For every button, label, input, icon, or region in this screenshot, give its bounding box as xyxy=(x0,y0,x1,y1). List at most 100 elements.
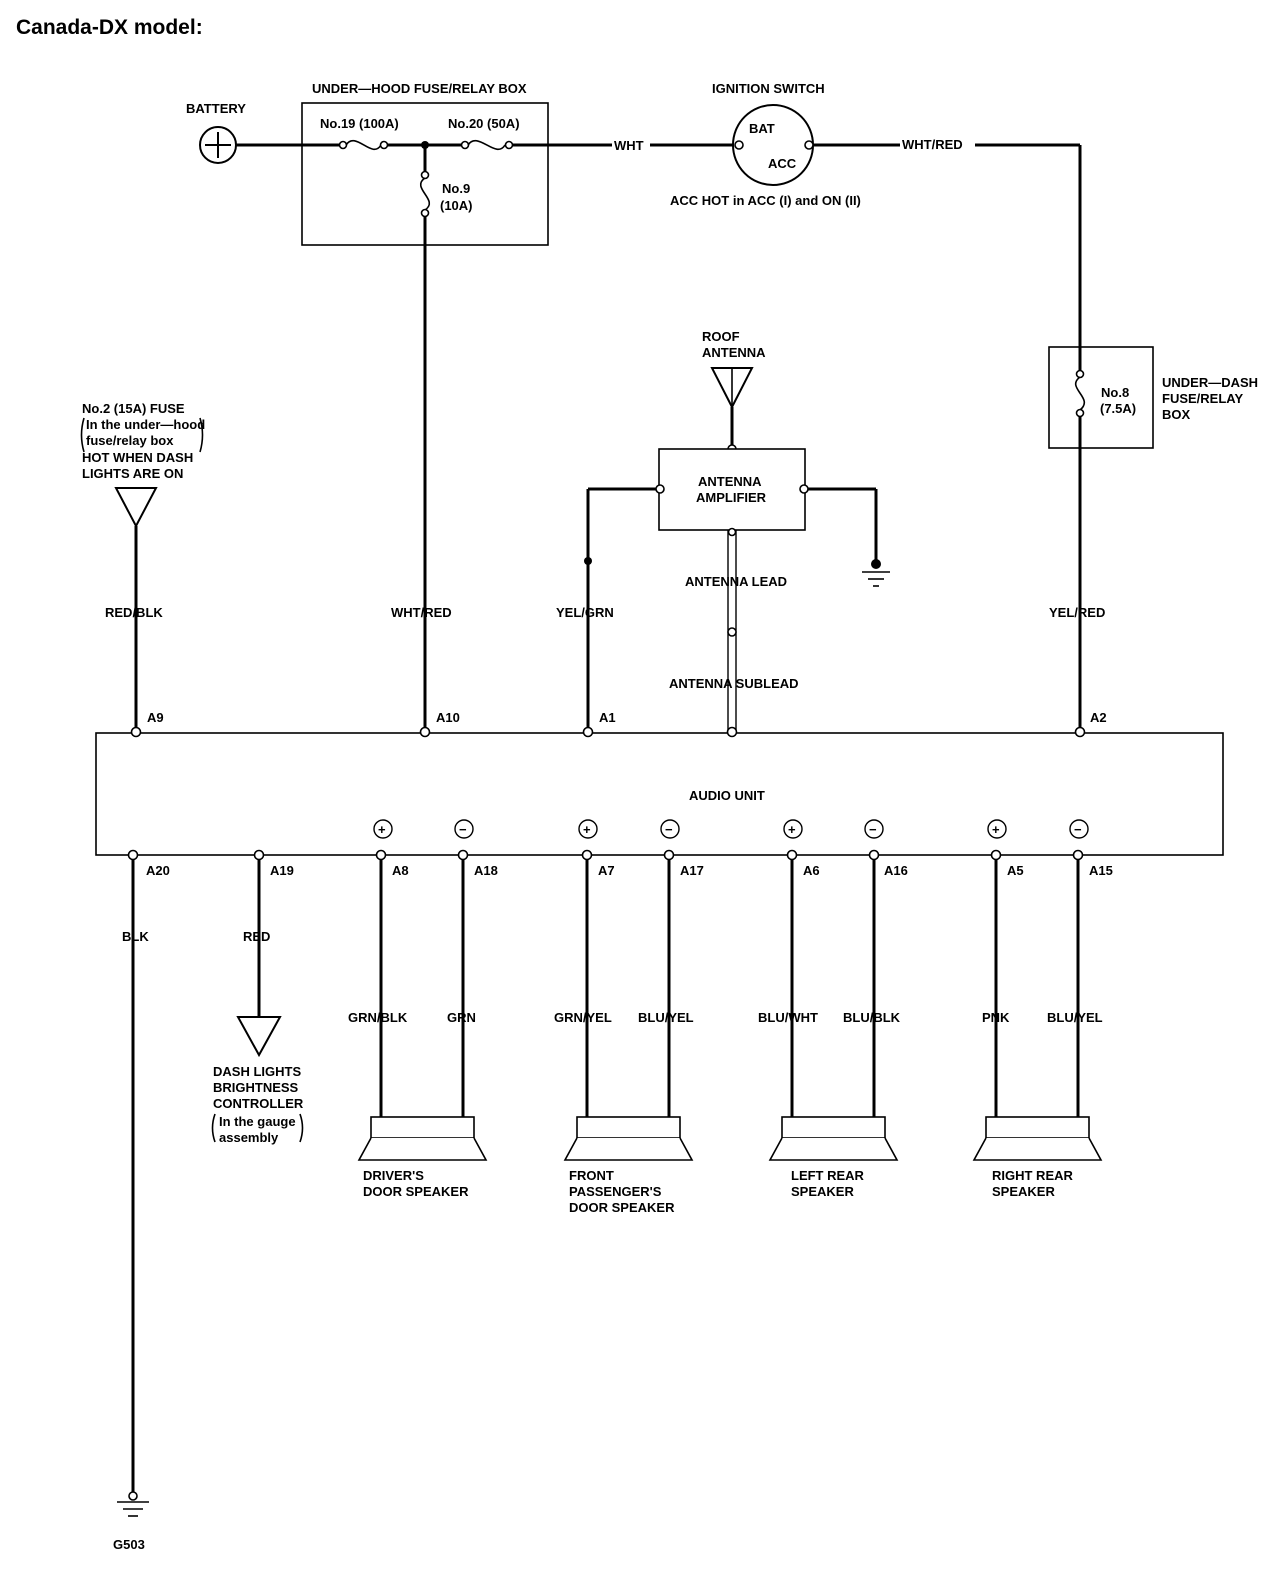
fuse8-label-a: No.8 xyxy=(1101,385,1129,400)
paren-right xyxy=(299,1113,304,1143)
roof-antenna-label-2: ANTENNA xyxy=(702,345,766,360)
underhood-box-title: UNDER—HOOD FUSE/RELAY BOX xyxy=(312,81,527,96)
left-rear-speaker-label-2: SPEAKER xyxy=(791,1184,854,1199)
pin-a19: A19 xyxy=(270,863,294,878)
pin-a20: A20 xyxy=(146,863,170,878)
fuse19-label: No.19 (100A) xyxy=(320,116,399,131)
ignition-switch-title: IGNITION SWITCH xyxy=(712,81,825,96)
right-rear-speaker-label-1: RIGHT REAR xyxy=(992,1168,1074,1183)
svg-text:+: + xyxy=(788,822,796,837)
dash-controller-line5: assembly xyxy=(219,1130,279,1145)
wire-blu-yel-1-label: BLU/YEL xyxy=(638,1010,694,1025)
left-rear-speaker-icon xyxy=(768,1116,899,1161)
driver-speaker-icon xyxy=(357,1116,488,1161)
paren-left xyxy=(80,417,85,453)
driver-speaker-label-1: DRIVER'S xyxy=(363,1168,424,1183)
dash-fuse-line2: In the under—hood xyxy=(86,417,205,432)
wire-wht-red-mid-label: WHT/RED xyxy=(391,605,452,620)
dash-fuse-line3: fuse/relay box xyxy=(86,433,174,448)
fuse20-label: No.20 (50A) xyxy=(448,116,520,131)
dash-fuse-line1: No.2 (15A) FUSE xyxy=(82,401,185,416)
roof-antenna-icon xyxy=(710,367,754,410)
wire-blu-wht-label: BLU/WHT xyxy=(758,1010,818,1025)
fuse19-icon xyxy=(338,139,389,151)
dash-fuse-line4: HOT WHEN DASH xyxy=(82,450,193,465)
roof-antenna-label-1: ROOF xyxy=(702,329,740,344)
dash-controller-line2: BRIGHTNESS xyxy=(213,1080,299,1095)
fuse20-icon xyxy=(460,139,514,151)
dash-controller-line4: In the gauge xyxy=(219,1114,296,1129)
wire-blk-label: BLK xyxy=(122,929,149,944)
right-rear-speaker-icon xyxy=(972,1116,1103,1161)
pin-a5: A5 xyxy=(1007,863,1024,878)
wire-grn-yel-label: GRN/YEL xyxy=(554,1010,612,1025)
svg-text:−: − xyxy=(665,822,673,837)
underdash-box-title-3: BOX xyxy=(1162,407,1191,422)
underdash-fuse-box xyxy=(1048,346,1154,449)
right-rear-speaker-label-2: SPEAKER xyxy=(992,1184,1055,1199)
audio-unit-label: AUDIO UNIT xyxy=(689,788,765,803)
passenger-speaker-label-3: DOOR SPEAKER xyxy=(569,1200,675,1215)
polarity-markers: + − + − + − + − xyxy=(373,819,1089,839)
svg-text:−: − xyxy=(869,822,877,837)
fuse9-label-b: (10A) xyxy=(440,198,473,213)
left-rear-speaker-label-1: LEFT REAR xyxy=(791,1168,865,1183)
wire-red-label: RED xyxy=(243,929,270,944)
battery-icon xyxy=(199,126,237,164)
svg-text:−: − xyxy=(459,822,467,837)
wire-blu-blk-label: BLU/BLK xyxy=(843,1010,901,1025)
fuse9-label-a: No.9 xyxy=(442,181,470,196)
wire-blu-yel-2-label: BLU/YEL xyxy=(1047,1010,1103,1025)
dash-controller-arrow-icon xyxy=(236,1016,282,1058)
ground-label: G503 xyxy=(113,1537,145,1552)
wire-wht-label: WHT xyxy=(614,138,644,153)
dash-fuse-arrow-icon xyxy=(114,487,158,529)
wire-yel-grn-label: YEL/GRN xyxy=(556,605,614,620)
wire-red-blk-label: RED/BLK xyxy=(105,605,163,620)
pin-a15: A15 xyxy=(1089,863,1113,878)
antenna-amp-label-2: AMPLIFIER xyxy=(696,490,767,505)
yel-grn-junction xyxy=(584,557,592,565)
ignition-note: ACC HOT in ACC (I) and ON (II) xyxy=(670,193,861,208)
fuse8-icon xyxy=(1074,369,1086,418)
pin-a2: A2 xyxy=(1090,710,1107,725)
underdash-box-title-2: FUSE/RELAY xyxy=(1162,391,1243,406)
pin-a16: A16 xyxy=(884,863,908,878)
pin-a6: A6 xyxy=(803,863,820,878)
driver-speaker-label-2: DOOR SPEAKER xyxy=(363,1184,469,1199)
pin-a1: A1 xyxy=(599,710,616,725)
wire-grn-blk-label: GRN/BLK xyxy=(348,1010,408,1025)
battery-label: BATTERY xyxy=(186,101,246,116)
diagram-title: Canada-DX model: xyxy=(16,16,203,39)
passenger-speaker-label-1: FRONT xyxy=(569,1168,614,1183)
wire-yel-red-label: YEL/RED xyxy=(1049,605,1105,620)
wire-pnk-label: PNK xyxy=(982,1010,1010,1025)
pin-a9: A9 xyxy=(147,710,164,725)
antenna-amp-label-1: ANTENNA xyxy=(698,474,762,489)
antenna-lead-coax xyxy=(727,527,737,732)
amplifier-ground-icon xyxy=(862,559,890,587)
paren-left xyxy=(211,1113,216,1143)
dash-fuse-line5: LIGHTS ARE ON xyxy=(82,466,183,481)
passenger-speaker-label-2: PASSENGER'S xyxy=(569,1184,662,1199)
passenger-speaker-icon xyxy=(563,1116,694,1161)
wire-grn-label: GRN xyxy=(447,1010,476,1025)
svg-text:+: + xyxy=(992,822,1000,837)
fuse9-icon xyxy=(419,170,431,218)
ignition-bat-label: BAT xyxy=(749,121,775,136)
svg-text:+: + xyxy=(583,822,591,837)
pin-a18: A18 xyxy=(474,863,498,878)
antenna-lead-label: ANTENNA LEAD xyxy=(685,574,787,589)
dash-controller-line1: DASH LIGHTS xyxy=(213,1064,301,1079)
antenna-sublead-label: ANTENNA SUBLEAD xyxy=(669,676,799,691)
pin-a7: A7 xyxy=(598,863,615,878)
underdash-box-title-1: UNDER—DASH xyxy=(1162,375,1258,390)
wire-wht-red-top-label: WHT/RED xyxy=(902,137,963,152)
svg-text:−: − xyxy=(1074,822,1082,837)
ignition-switch xyxy=(732,104,814,186)
svg-text:+: + xyxy=(378,822,386,837)
pin-a17: A17 xyxy=(680,863,704,878)
pin-a10: A10 xyxy=(436,710,460,725)
pin-a8: A8 xyxy=(392,863,409,878)
